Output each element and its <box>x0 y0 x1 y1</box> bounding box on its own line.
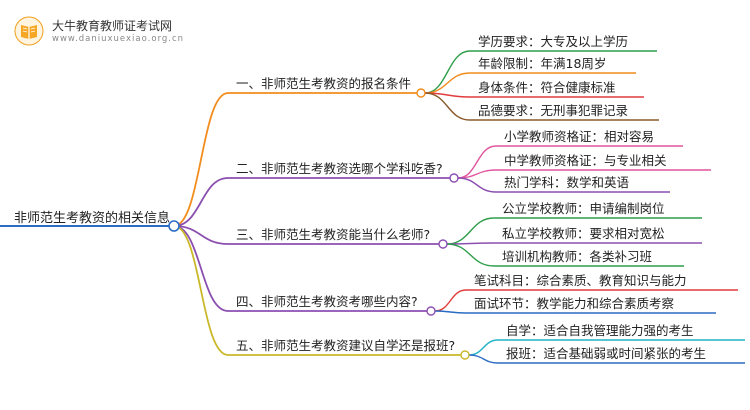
root-node-circle <box>168 220 180 232</box>
site-logo: 大牛教育教师证考试网 www.daniuxuexiao.org.cn <box>14 14 224 50</box>
leaf-connector <box>457 177 497 193</box>
leaf-label: 笔试科目：综合素质、教育知识与能力 <box>474 273 687 288</box>
branch-node-circle <box>426 306 436 316</box>
branch-label: 五、非师范生考教资建议自学还是报班? <box>236 338 455 353</box>
leaf-label: 年龄限制：年满18周岁 <box>478 56 606 71</box>
book-icon <box>14 16 44 46</box>
branch-connector <box>173 225 229 312</box>
branch-node-circle <box>460 350 470 360</box>
branch-node-circle <box>416 88 426 98</box>
leaf-connector <box>434 289 467 312</box>
branch-label: 三、非师范生考教资能当什么老师? <box>236 227 430 242</box>
leaf-connector <box>468 354 499 364</box>
branch-label: 二、非师范生考教资选哪个学科吃香? <box>236 161 443 176</box>
branch-connector <box>173 177 229 227</box>
leaf-label: 面试环节：教学能力和综合素质考察 <box>474 296 675 311</box>
branch-node-circle <box>449 173 459 183</box>
leaf-label: 热门学科：数学和英语 <box>504 175 629 190</box>
leaf-connector <box>424 92 471 121</box>
leaf-label: 培训机构教师：各类补习班 <box>502 249 652 264</box>
leaf-label: 公立学校教师：申请编制岗位 <box>502 201 665 216</box>
leaf-connector <box>446 217 495 245</box>
leaf-connector <box>468 339 499 356</box>
leaf-label: 自学：适合自我管理能力强的考生 <box>506 323 694 338</box>
root-node-label: 非师范生考教资的相关信息 <box>14 210 170 226</box>
branch-label: 一、非师范生考教资的报名条件 <box>236 76 411 91</box>
leaf-label: 身体条件：符合健康标准 <box>478 80 616 95</box>
leaf-connector <box>424 50 471 94</box>
leaf-label: 品德要求：无刑事犯罪记录 <box>478 103 628 118</box>
branch-connector <box>173 225 229 245</box>
leaf-label: 小学教师资格证：相对容易 <box>504 129 654 144</box>
leaf-connector <box>424 72 471 94</box>
leaf-connector <box>446 243 495 267</box>
branch-connector <box>173 92 229 227</box>
leaf-label: 报班：适合基础弱或时间紧张的考生 <box>506 346 706 361</box>
leaf-connector <box>457 145 497 179</box>
leaf-label: 学历要求：大专及以上学历 <box>478 34 628 49</box>
branch-connector <box>173 225 229 356</box>
logo-url: www.daniuxuexiao.org.cn <box>52 34 185 44</box>
leaf-label: 中学教师资格证：与专业相关 <box>504 153 667 168</box>
leaf-connector <box>434 310 467 314</box>
branch-label: 四、非师范生考教资考哪些内容? <box>236 294 418 309</box>
leaf-label: 私立学校教师：要求相对宽松 <box>502 226 665 241</box>
logo-title: 大牛教育教师证考试网 <box>52 19 173 33</box>
branch-node-circle <box>438 239 448 249</box>
